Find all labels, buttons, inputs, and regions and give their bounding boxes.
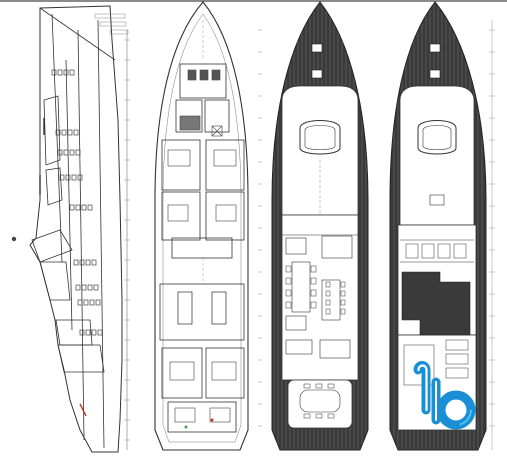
porthole — [85, 259, 91, 266]
porthole — [95, 299, 101, 306]
sun-lounger — [437, 243, 451, 259]
chair — [310, 301, 317, 309]
chair — [327, 413, 335, 419]
chair — [310, 265, 317, 273]
sun-lounger — [421, 243, 435, 259]
porthole — [69, 149, 75, 156]
chair — [285, 277, 292, 285]
chair — [285, 265, 292, 273]
porthole — [77, 174, 83, 181]
porthole — [87, 284, 93, 291]
title-block — [94, 13, 129, 35]
porthole — [63, 149, 69, 156]
porthole — [81, 284, 87, 291]
porthole — [83, 299, 89, 306]
deck-seat — [445, 353, 469, 365]
porthole — [55, 129, 61, 136]
chair — [285, 301, 292, 309]
porthole — [75, 149, 81, 156]
porthole — [65, 174, 71, 181]
porthole — [71, 174, 77, 181]
porthole — [75, 284, 81, 291]
chair — [325, 290, 331, 297]
waterline-mark — [79, 403, 87, 417]
porthole — [87, 204, 93, 211]
main-deck-furniture — [282, 160, 358, 413]
brand-logo-icon — [413, 361, 476, 430]
upper-deck-plan — [389, 1, 487, 451]
porthole — [91, 259, 97, 266]
chair — [325, 299, 331, 306]
main-deck-plan — [271, 1, 369, 451]
porthole — [73, 259, 79, 266]
chair — [315, 383, 323, 389]
porthole — [89, 299, 95, 306]
porthole — [79, 329, 85, 336]
chair — [315, 413, 323, 419]
porthole — [51, 69, 57, 76]
porthole — [67, 129, 73, 136]
lower-deck-furniture — [167, 69, 237, 429]
profile-view — [29, 5, 130, 453]
porthole — [93, 284, 99, 291]
porthole — [91, 329, 97, 336]
porthole — [57, 69, 63, 76]
lower-deck-ruler — [258, 29, 262, 427]
chair — [310, 277, 317, 285]
porthole — [69, 69, 75, 76]
chair — [285, 289, 292, 297]
porthole — [75, 204, 81, 211]
deck-seat — [445, 367, 469, 379]
porthole — [79, 259, 85, 266]
chair — [303, 413, 311, 419]
upper-deck-furniture — [403, 243, 469, 386]
chair — [325, 281, 331, 288]
deck-seat — [445, 339, 469, 351]
main-deck-chairs — [285, 265, 346, 419]
porthole — [77, 299, 83, 306]
porthole — [73, 129, 79, 136]
porthole — [61, 129, 67, 136]
sun-lounger — [405, 243, 419, 259]
porthole — [81, 204, 87, 211]
chair — [327, 383, 335, 389]
chair — [340, 290, 346, 297]
chair — [325, 308, 331, 315]
chair — [340, 281, 346, 288]
porthole — [57, 149, 63, 156]
aft-lounge — [403, 344, 435, 386]
porthole — [97, 329, 103, 336]
chair — [340, 299, 346, 306]
porthole — [59, 174, 65, 181]
porthole — [85, 329, 91, 336]
porthole — [63, 69, 69, 76]
reference-dot — [11, 236, 17, 242]
lower-deck-plan — [154, 1, 249, 451]
porthole — [69, 204, 75, 211]
chair — [310, 289, 317, 297]
chair — [303, 383, 311, 389]
sun-lounger — [453, 243, 467, 259]
chair — [340, 308, 346, 315]
